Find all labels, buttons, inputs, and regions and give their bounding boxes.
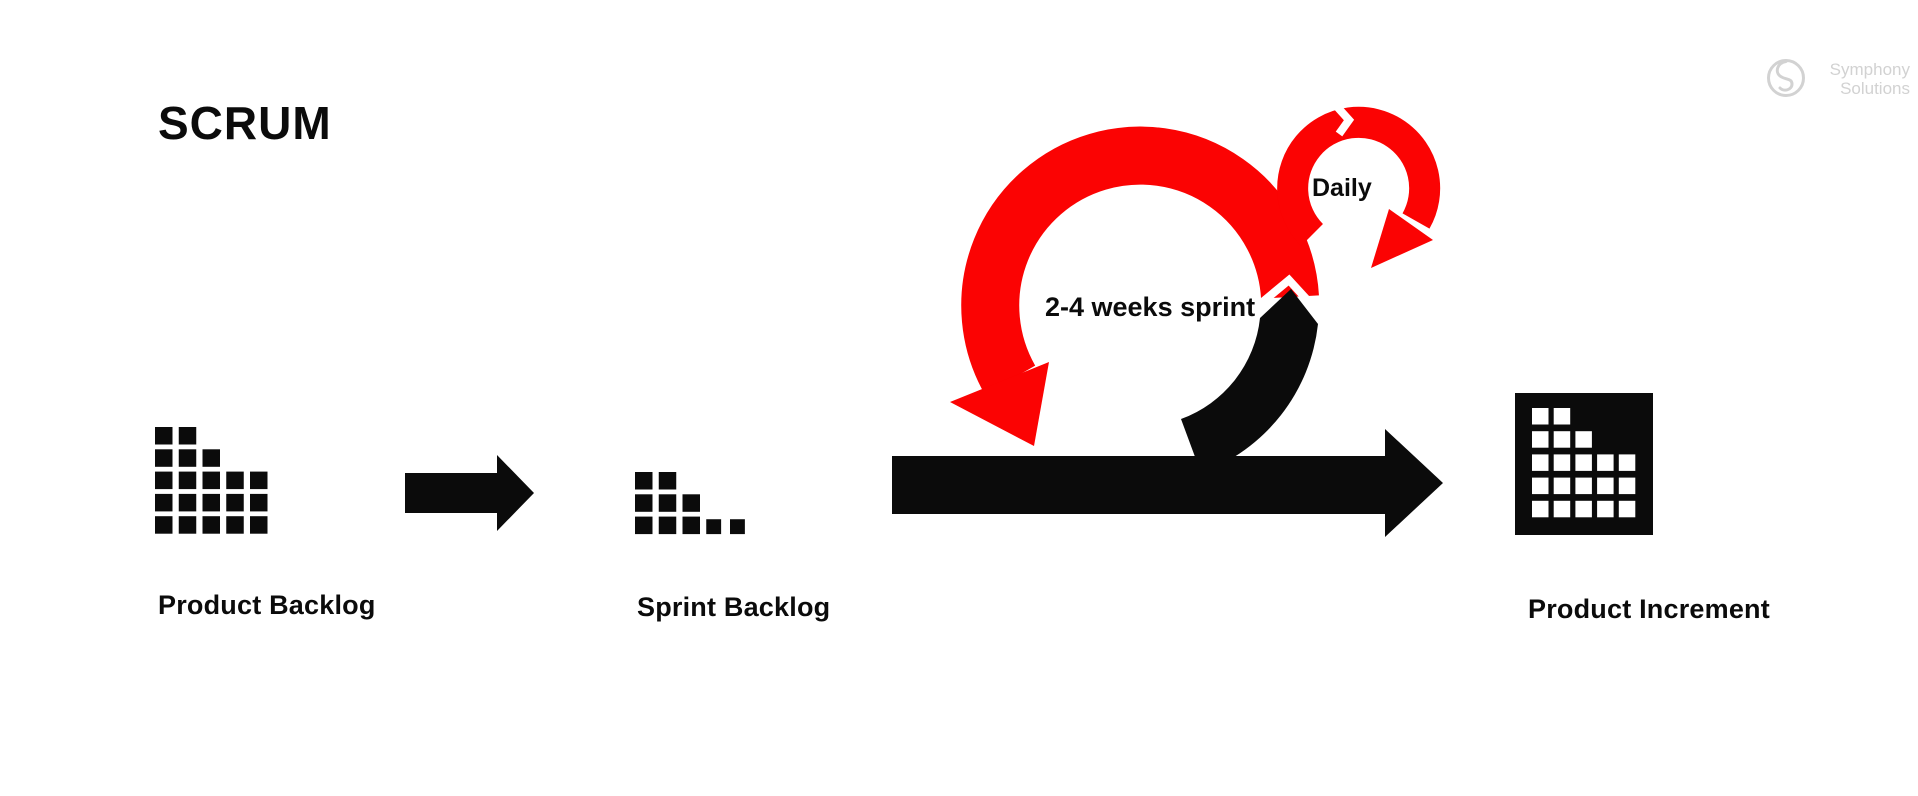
grid-cell xyxy=(178,493,197,512)
grid-cell xyxy=(1597,500,1614,518)
brand-line-1: Symphony xyxy=(1829,60,1910,79)
grid-cell xyxy=(155,427,173,445)
grid-cell xyxy=(1575,477,1592,495)
grid-cell xyxy=(730,519,745,535)
grid-cell xyxy=(1597,477,1614,495)
grid-cell xyxy=(682,516,700,535)
grid-cell xyxy=(178,449,197,467)
grid-cell xyxy=(635,472,653,490)
sprint-loop-arrowhead xyxy=(950,362,1049,446)
product-backlog-label: Product Backlog xyxy=(158,590,376,620)
grid-cell xyxy=(635,494,653,512)
grid-cell xyxy=(1553,431,1571,448)
brand-watermark: Symphony Solutions xyxy=(1830,60,1910,98)
grid-cell xyxy=(658,516,677,535)
brand-line-2: Solutions xyxy=(1840,79,1910,98)
sprint-loop-label: 2-4 weeks sprint xyxy=(1045,292,1256,322)
grid-cell xyxy=(1532,408,1549,425)
flow-branch-into-loop xyxy=(1181,289,1318,473)
grid-cell xyxy=(658,472,677,490)
grid-cell xyxy=(1532,477,1549,495)
grid-cell xyxy=(155,471,173,490)
grid-cell xyxy=(1553,408,1571,425)
product-increment-icon-cells xyxy=(1532,408,1636,518)
product-backlog-icon xyxy=(155,427,268,534)
grid-cell xyxy=(1618,477,1636,495)
grid-cell xyxy=(250,516,268,534)
grid-cell xyxy=(202,449,220,467)
grid-cell xyxy=(1553,500,1571,518)
product-increment-label: Product Increment xyxy=(1528,594,1770,624)
grid-cell xyxy=(202,471,220,490)
grid-cell xyxy=(155,516,173,534)
grid-cell xyxy=(226,516,244,534)
grid-cell xyxy=(1618,454,1636,471)
grid-cell xyxy=(226,493,244,512)
daily-loop-notch-seam xyxy=(1328,97,1355,137)
grid-cell xyxy=(682,494,700,512)
sprint-backlog-icon xyxy=(635,472,745,535)
grid-cell xyxy=(658,494,677,512)
grid-cell xyxy=(635,516,653,535)
grid-cell xyxy=(706,519,722,535)
grid-cell xyxy=(1532,454,1549,471)
grid-cell xyxy=(1553,477,1571,495)
grid-cell xyxy=(250,471,268,490)
grid-cell xyxy=(1575,431,1592,448)
grid-cell xyxy=(226,471,244,490)
arrow-product-to-sprint-icon xyxy=(405,455,534,531)
grid-cell xyxy=(202,516,220,534)
grid-cell xyxy=(155,449,173,467)
loop-junction-seam xyxy=(1251,274,1324,318)
logo-swirl xyxy=(1775,60,1794,92)
grid-cell xyxy=(202,493,220,512)
grid-cell xyxy=(1597,454,1614,471)
grid-cell xyxy=(1618,500,1636,518)
grid-cell xyxy=(1575,500,1592,518)
grid-cell xyxy=(1532,431,1549,448)
grid-cell xyxy=(178,471,197,490)
daily-loop-label: Daily xyxy=(1312,174,1372,202)
symphony-solutions-logo-icon xyxy=(1767,59,1805,97)
grid-cell xyxy=(1575,454,1592,471)
grid-cell xyxy=(178,516,197,534)
main-flow-arrow xyxy=(892,429,1443,537)
grid-cell xyxy=(178,427,197,445)
daily-loop-arrowhead xyxy=(1371,209,1433,268)
sprint-loop-arrow-band xyxy=(961,126,1319,395)
grid-cell xyxy=(250,493,268,512)
grid-cell xyxy=(1532,500,1549,518)
grid-cell xyxy=(1553,454,1571,471)
grid-cell xyxy=(155,493,173,512)
page-title: SCRUM xyxy=(158,97,332,149)
sprint-backlog-label: Sprint Backlog xyxy=(637,592,831,622)
